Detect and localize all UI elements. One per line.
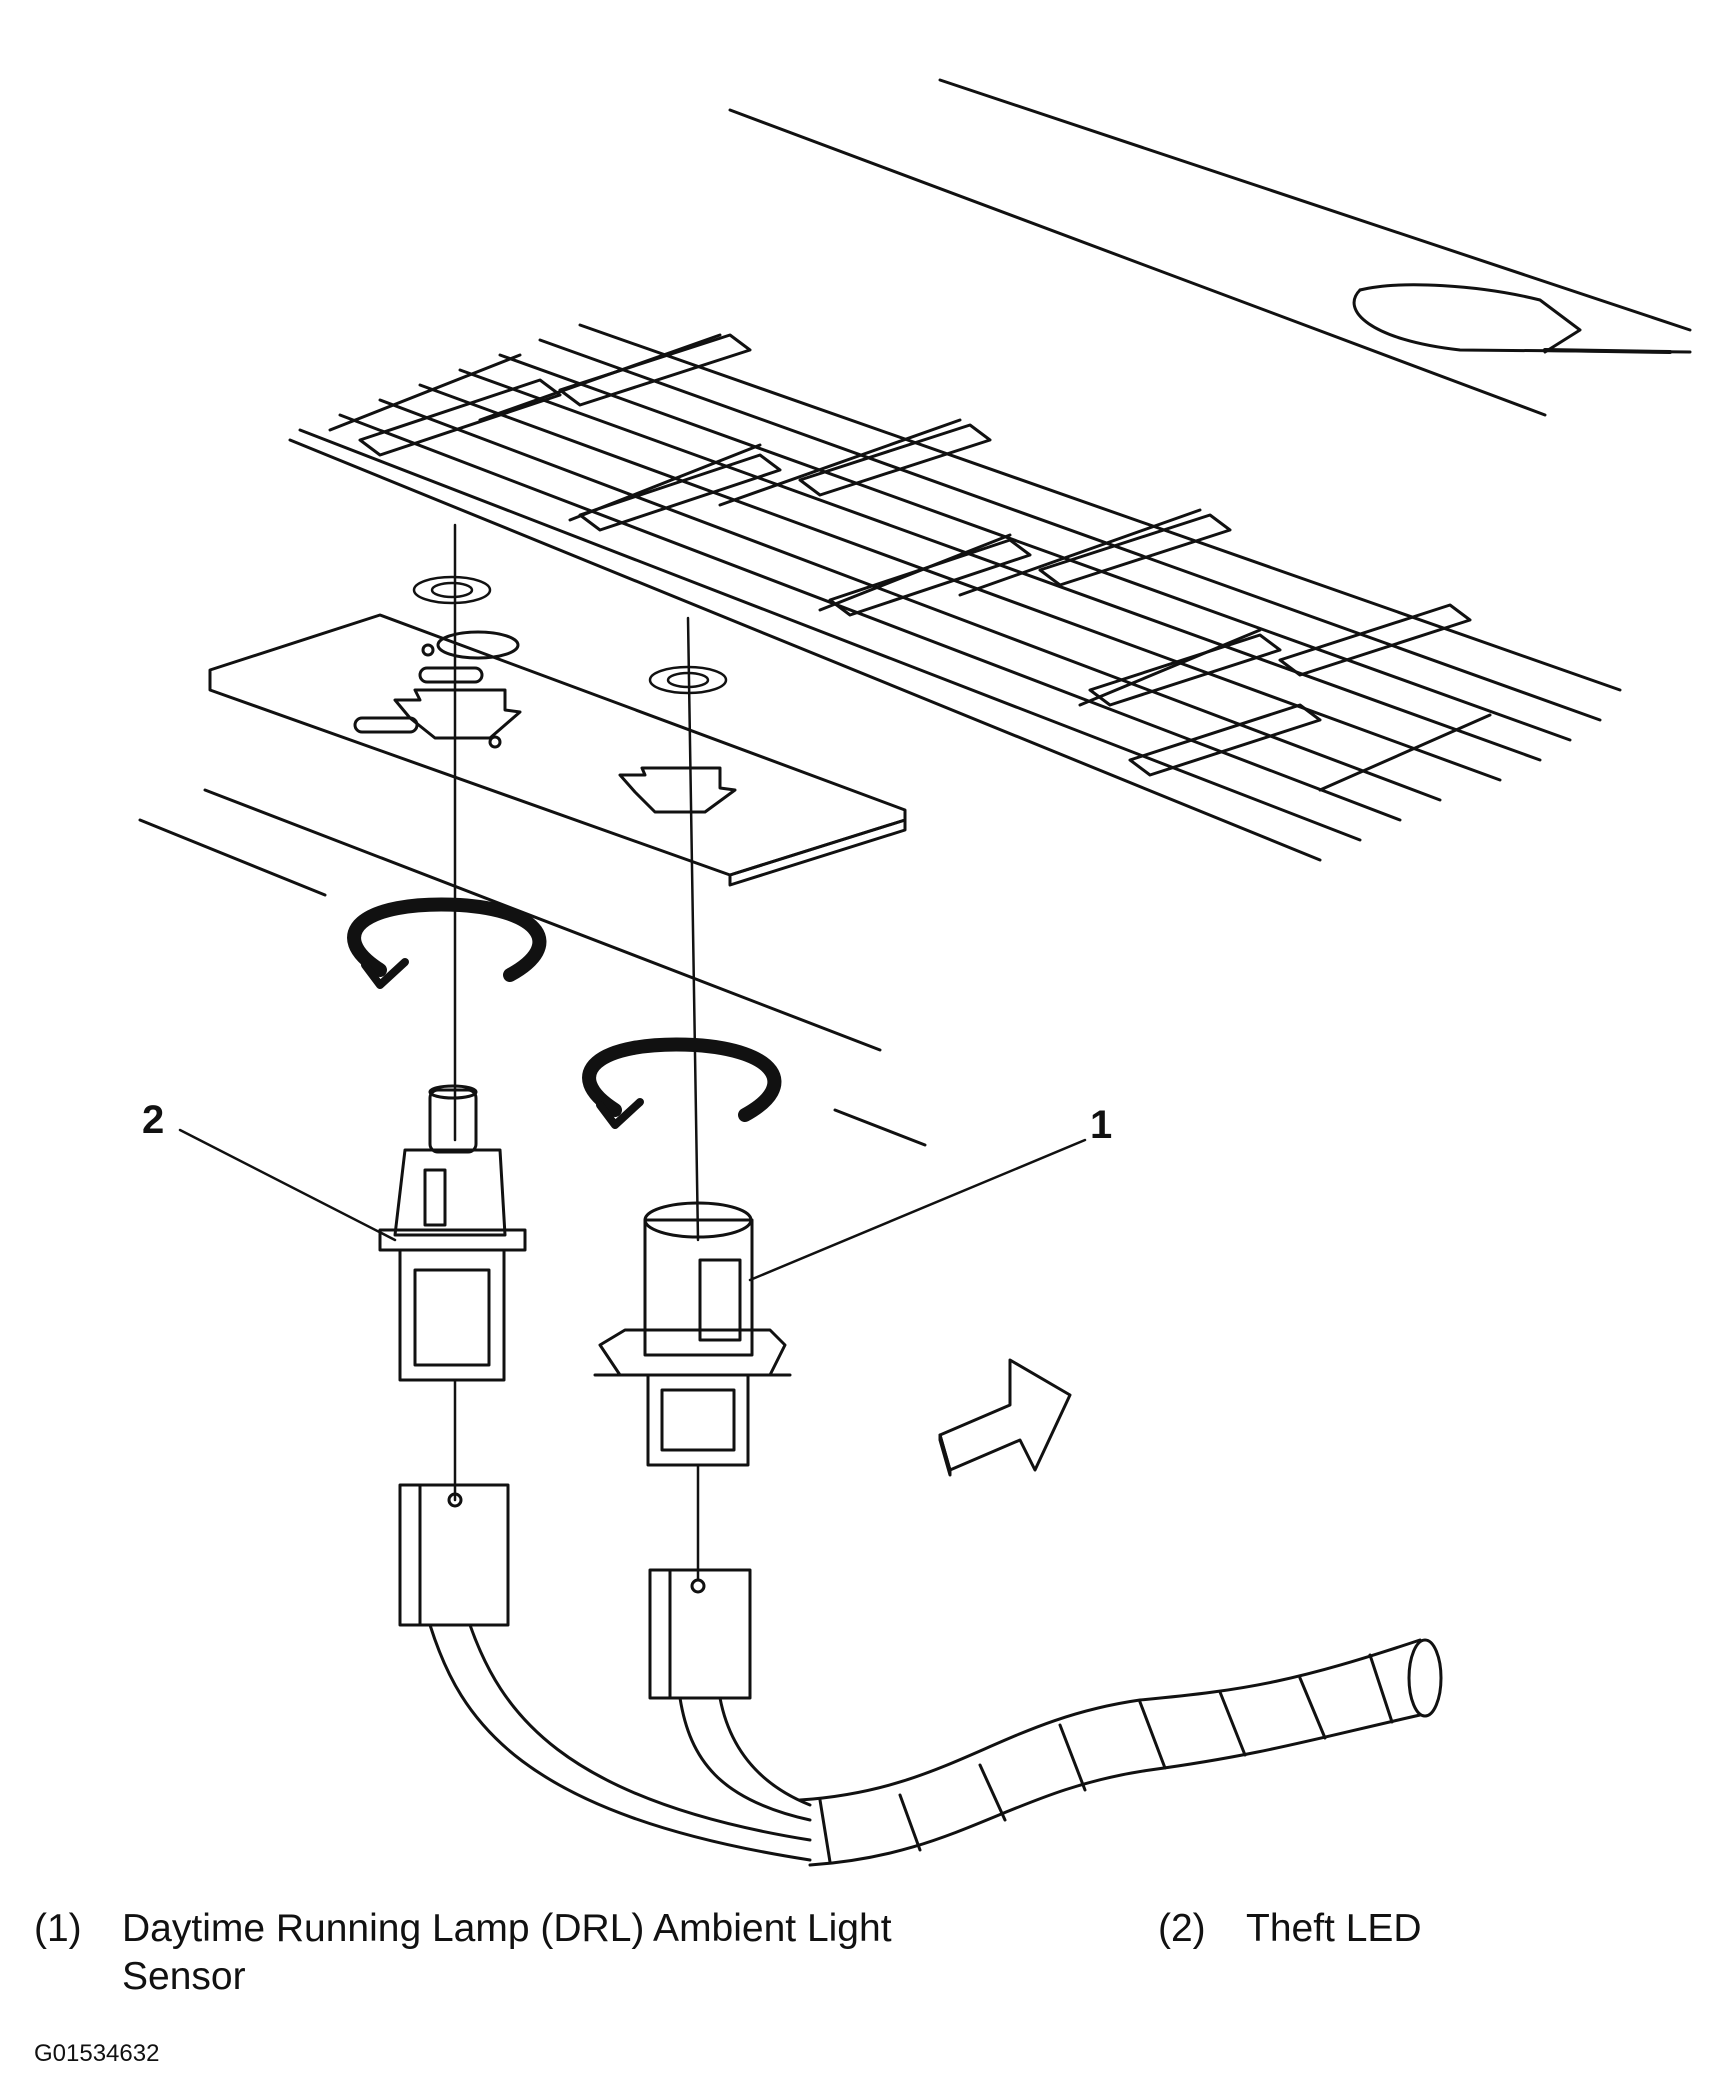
legend-item-label: Daytime Running Lamp (DRL) Ambient Light… xyxy=(122,1907,892,1998)
legend-item-number: (2) xyxy=(1158,1907,1206,1950)
legend-item-number: (1) xyxy=(34,1907,82,1950)
drl-ambient-light-sensor xyxy=(593,1201,792,1467)
figure-id: G01534632 xyxy=(34,2040,160,2067)
rotate-arrow-left xyxy=(347,897,547,989)
forward-arrow xyxy=(938,1358,1072,1477)
alignment-lines xyxy=(412,523,728,1242)
callout-leader-lines xyxy=(178,1128,1087,1282)
wiring-harness xyxy=(428,1623,1443,1867)
defroster-grille xyxy=(288,323,1622,862)
windshield-edge xyxy=(728,78,1692,417)
theft-led-connector xyxy=(398,1483,510,1627)
drl-sensor-installation-illustration xyxy=(138,78,1692,1867)
callout-1: 1 xyxy=(1090,1103,1113,1147)
instrument-panel-edge xyxy=(138,788,927,1147)
mounting-bracket xyxy=(208,613,907,887)
legend-item-label: Theft LED xyxy=(1246,1907,1422,1950)
theft-led xyxy=(378,1084,527,1382)
rotate-arrow-right xyxy=(582,1037,782,1129)
drl-sensor-connector xyxy=(648,1568,752,1700)
callout-2: 2 xyxy=(142,1098,165,1142)
connector-alignment-lines xyxy=(453,1378,700,1582)
